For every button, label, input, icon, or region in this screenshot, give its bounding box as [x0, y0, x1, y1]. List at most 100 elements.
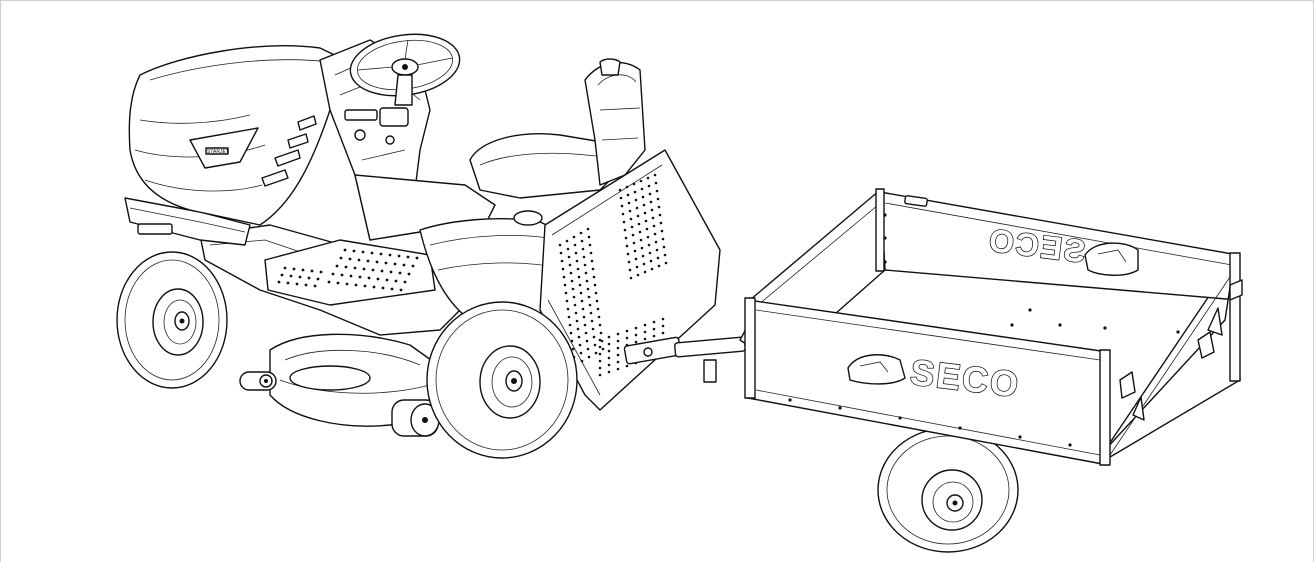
perforation-hole — [583, 323, 587, 327]
perforation-hole — [366, 259, 370, 263]
perforation-hole — [339, 256, 343, 260]
perforation-hole — [319, 270, 323, 274]
perforation-hole — [381, 286, 385, 290]
perforation-hole — [348, 257, 352, 261]
perforation-hole — [598, 366, 602, 370]
perforation-hole — [580, 239, 584, 243]
perforation-hole — [583, 263, 587, 267]
perforation-hole — [591, 267, 595, 271]
perforation-hole — [635, 206, 639, 210]
perforation-hole — [397, 254, 401, 258]
perforation-hole — [586, 347, 590, 351]
perforation-hole — [600, 339, 604, 343]
perforation-hole — [579, 351, 583, 355]
perforation-hole — [632, 241, 636, 245]
perforation-hole — [642, 203, 646, 207]
perforation-hole — [598, 352, 602, 356]
perforation-hole — [651, 216, 655, 220]
perforation-hole — [310, 269, 314, 273]
perforation-hole — [625, 185, 629, 189]
perforation-hole — [655, 189, 659, 193]
perforation-hole — [389, 270, 393, 274]
perforation-hole — [643, 337, 647, 341]
perforation-hole — [575, 259, 579, 263]
perforation-hole — [596, 307, 600, 311]
perforation-hole — [566, 307, 570, 311]
perforation-hole — [562, 275, 566, 279]
perforation-hole — [661, 237, 665, 241]
perforation-hole — [649, 259, 653, 263]
perforation-hole — [582, 255, 586, 259]
perforation-hole — [574, 251, 578, 255]
perforation-hole — [646, 176, 650, 180]
perforation-hole — [633, 249, 637, 253]
perforation-hole — [601, 347, 605, 351]
perforation-hole — [576, 327, 580, 331]
perforation-hole — [627, 201, 631, 205]
trailer-wheel — [877, 427, 1019, 553]
perforation-hole — [385, 278, 389, 282]
perforation-hole — [587, 235, 591, 239]
perforation-hole — [644, 219, 648, 223]
perforation-hole — [658, 213, 662, 217]
perforation-hole — [656, 256, 660, 260]
perforation-hole — [625, 364, 629, 368]
perforation-hole — [621, 212, 625, 216]
perforation-hole — [634, 326, 638, 330]
perforation-hole — [598, 359, 602, 363]
perforation-hole — [641, 254, 645, 258]
steering-wheel — [349, 33, 461, 106]
perforation-hole — [594, 291, 598, 295]
perforation-hole — [655, 248, 659, 252]
perforation-hole — [643, 270, 647, 274]
perforation-hole — [634, 340, 638, 344]
perforation-hole — [619, 196, 623, 200]
floor-plate-holes — [277, 248, 419, 292]
perforation-hole — [331, 272, 335, 276]
perforation-hole — [576, 267, 580, 271]
perforation-hole — [607, 363, 611, 367]
perforation-hole — [663, 253, 667, 257]
perforation-hole — [586, 287, 590, 291]
perforation-hole — [632, 182, 636, 186]
perforation-hole — [277, 280, 281, 284]
perforation-hole — [650, 208, 654, 212]
perforation-hole — [376, 277, 380, 281]
perforation-hole — [640, 246, 644, 250]
perforation-hole — [569, 271, 573, 275]
deck-caster-right — [391, 399, 440, 437]
perforation-hole — [411, 264, 415, 268]
hood-badge-text: STARJET — [207, 149, 229, 155]
perforation-hole — [587, 355, 591, 359]
perforation-hole — [659, 221, 663, 225]
perforation-hole — [625, 244, 629, 248]
perforation-hole — [645, 227, 649, 231]
perforation-hole — [598, 373, 602, 377]
perforation-hole — [327, 280, 331, 284]
perforation-hole — [580, 299, 584, 303]
perforation-hole — [343, 248, 347, 252]
perforation-hole — [587, 295, 591, 299]
perforation-hole — [566, 247, 570, 251]
perforation-hole — [561, 267, 565, 271]
perforation-hole — [641, 195, 645, 199]
perforation-hole — [298, 275, 302, 279]
hood-badge: STARJET — [189, 127, 259, 169]
perforation-hole — [630, 225, 634, 229]
perforation-hole — [598, 345, 602, 349]
perforation-hole — [626, 193, 630, 197]
perforation-hole — [280, 273, 284, 277]
front-wheel — [116, 251, 228, 389]
perforation-hole — [568, 263, 572, 267]
perforation-hole — [560, 259, 564, 263]
perforation-hole — [660, 229, 664, 233]
perforation-hole — [398, 271, 402, 275]
perforation-hole — [634, 198, 638, 202]
perforation-hole — [652, 327, 656, 331]
perforation-hole — [627, 260, 631, 264]
perforation-hole — [595, 299, 599, 303]
perforation-hole — [352, 249, 356, 253]
perforation-hole — [620, 204, 624, 208]
perforation-hole — [390, 287, 394, 291]
perforation-hole — [292, 267, 296, 271]
